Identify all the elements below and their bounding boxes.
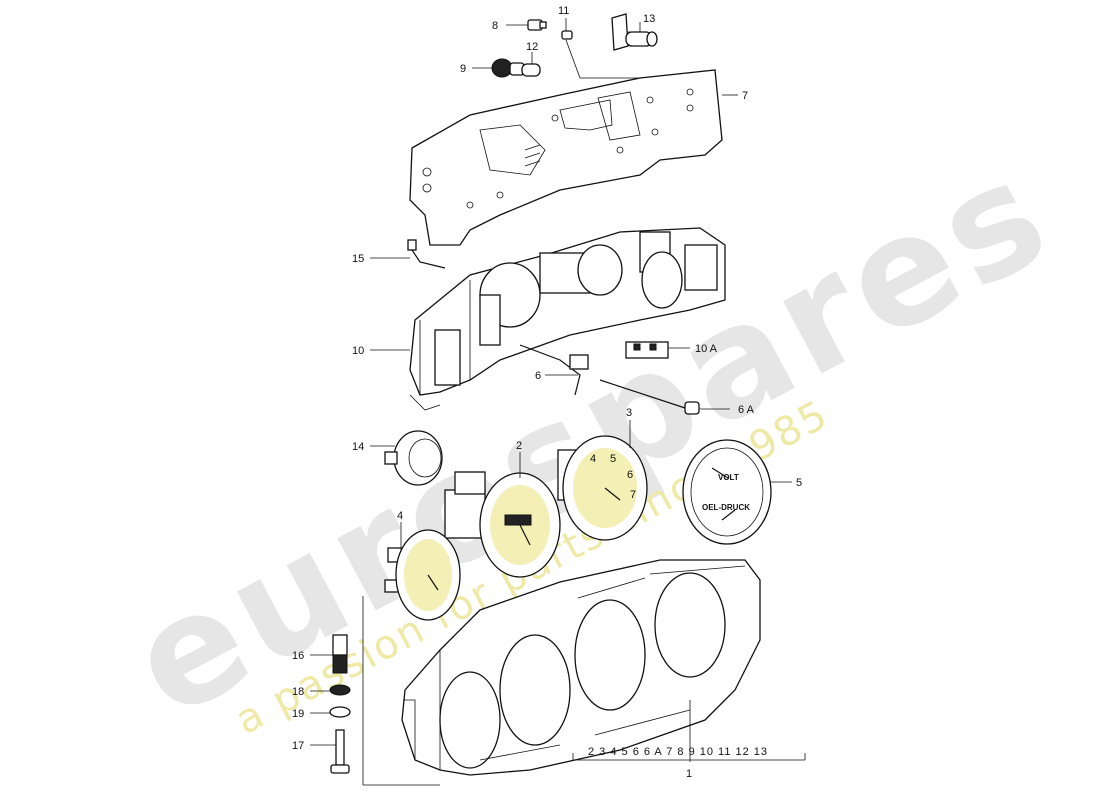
callout-3: 3 [626, 407, 632, 419]
tach-number-5: 5 [610, 453, 616, 465]
oil-pressure-label: OEL-DRUCK [702, 503, 750, 512]
callout-10: 10 [352, 345, 364, 357]
callout-4: 4 [397, 510, 403, 522]
washer [329, 684, 351, 696]
tach-number-7: 7 [630, 489, 636, 501]
callout-17: 17 [292, 740, 304, 752]
volt-oil-gauge: VOLT OEL-DRUCK [682, 439, 772, 545]
callout-7: 7 [742, 90, 748, 102]
callout-10a: 10 A [695, 343, 718, 355]
tach-number-4: 4 [590, 453, 596, 465]
tachometer: 4 5 6 7 [557, 435, 648, 541]
round-dial-unit [384, 430, 443, 486]
pin-part [561, 30, 573, 40]
speedometer [444, 471, 561, 578]
callout-6: 6 [535, 370, 541, 382]
spacer-ring [329, 706, 351, 718]
lamp-holder [491, 58, 525, 78]
callout-14: 14 [352, 441, 364, 453]
sensor-wire [519, 344, 589, 396]
callout-1: 1 [686, 768, 692, 780]
callout-2: 2 [516, 440, 522, 452]
tach-number-6: 6 [627, 469, 633, 481]
callout-6a: 6 A [738, 404, 755, 416]
callout-5: 5 [796, 477, 802, 489]
knob-stem [332, 634, 348, 674]
combination-gauge [384, 529, 461, 621]
callout-16: 16 [292, 650, 304, 662]
volt-label: VOLT [718, 473, 739, 482]
bulb-socket-small [527, 19, 547, 31]
callout-9: 9 [460, 63, 466, 75]
callout-8: 8 [492, 20, 498, 32]
callout-11: 11 [558, 5, 569, 17]
callout-12: 12 [526, 41, 538, 53]
instrument-housing [409, 227, 726, 411]
instrument-cluster-housing [401, 559, 761, 776]
callout-15: 15 [352, 253, 364, 265]
assembly-contents-list: 2 3 4 5 6 6 A 7 8 9 10 11 12 13 [588, 746, 768, 758]
bulb [521, 63, 541, 77]
mounting-bracket [611, 13, 658, 51]
bolt-6a [599, 379, 700, 415]
connector-wire [407, 239, 446, 269]
leader-lines [310, 18, 806, 786]
callout-18: 18 [292, 686, 304, 698]
callout-19: 19 [292, 708, 304, 720]
callout-labels: 8 11 13 9 12 7 15 10 10 A 6 6 A 3 14 2 5… [292, 5, 802, 780]
screw [330, 729, 350, 774]
connector-block [625, 341, 669, 359]
callout-13: 13 [643, 13, 655, 25]
printed-circuit-board [409, 69, 723, 246]
